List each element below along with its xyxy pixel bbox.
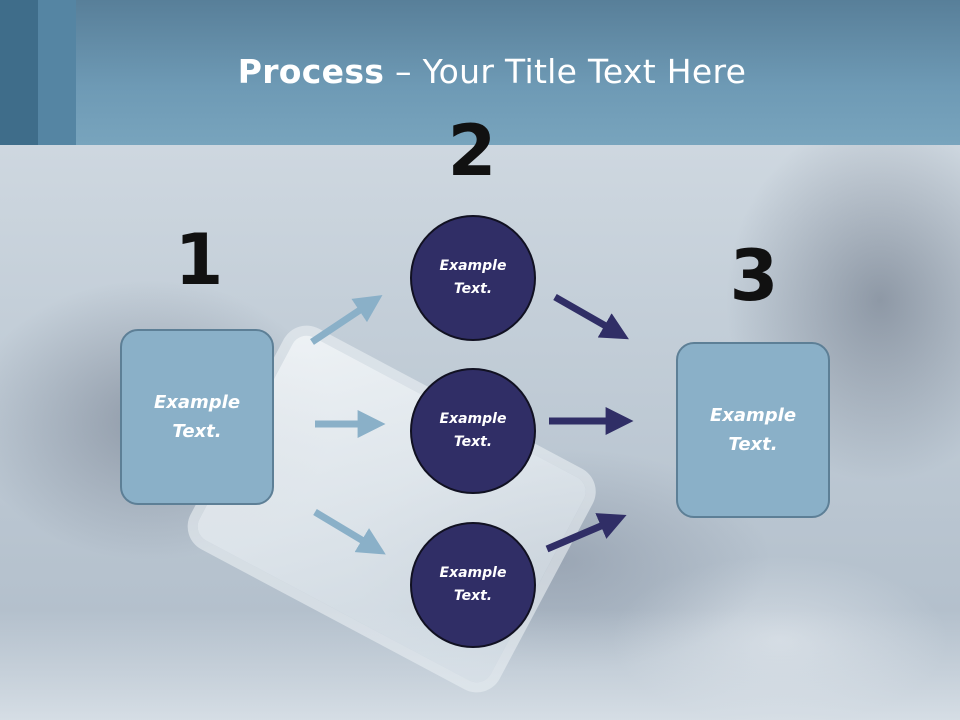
header-accent-mid [38,0,76,145]
title-bar [0,0,960,145]
circle-middle-text: Example Text. [439,411,507,450]
step-3-text: Example Text. [709,405,797,455]
step-2-circle-middle[interactable]: Example Text. [410,368,536,494]
header-accent-dark [0,0,38,145]
arrow-top-to-3 [553,293,629,340]
slide-title[interactable]: Process – Your Title Text Here [0,52,960,91]
step-1-text: Example Text. [153,392,241,442]
step-number-2: 2 [447,110,497,192]
step-number-3: 3 [729,235,779,317]
step-3-box[interactable]: Example Text. [676,342,830,518]
step-1-box[interactable]: Example Text. [120,329,274,505]
circle-bottom-text: Example Text. [439,565,507,604]
title-bold: Process [237,52,385,91]
circle-top-text: Example Text. [439,258,507,297]
arrow-1-to-bottom [313,508,386,555]
title-rest: – Your Title Text Here [384,52,747,91]
step-2-circle-bottom[interactable]: Example Text. [410,522,536,648]
arrow-1-to-top [310,295,383,345]
step-number-1: 1 [174,219,224,301]
arrow-bottom-to-3 [545,513,627,553]
step-2-circle-top[interactable]: Example Text. [410,215,536,341]
